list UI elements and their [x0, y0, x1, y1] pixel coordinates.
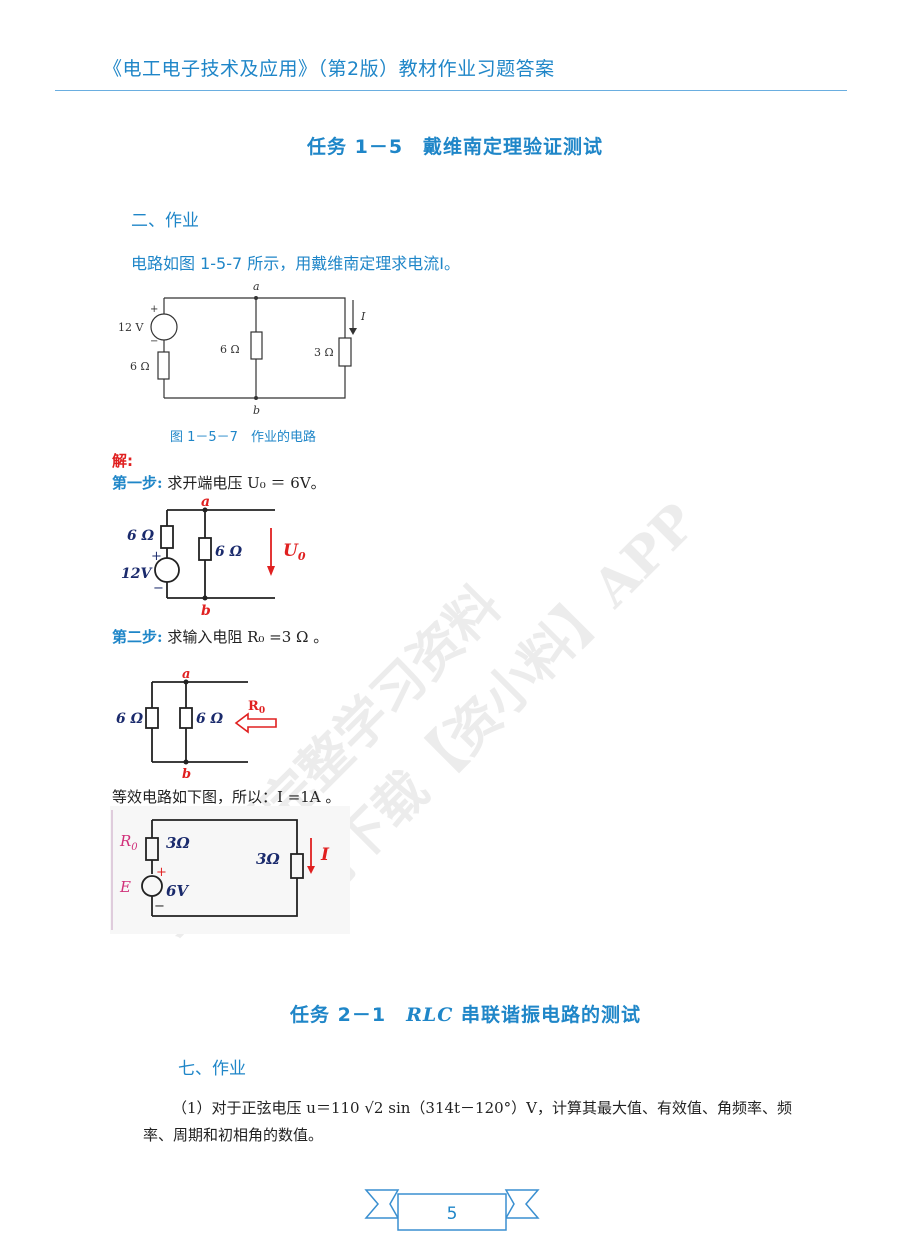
equiv-r-load-label: 3Ω — [256, 850, 280, 868]
fig1-r-left-label: 6 Ω — [130, 360, 150, 373]
task2-section: 七、作业 — [178, 1059, 246, 1079]
equiv-current-label: I — [320, 845, 330, 865]
step1-text: 求开端电压 U₀ ＝ 6V。 — [162, 474, 326, 492]
step1-r2-label: 6 Ω — [215, 544, 243, 560]
step2-node-b: b — [182, 767, 191, 780]
task2-title-suffix: 串联谐振电路的测试 — [453, 1004, 641, 1026]
step2-line: 第二步: 求输入电阻 R₀ =3 Ω 。 — [112, 626, 328, 647]
page-number-ribbon — [364, 1189, 540, 1231]
document-header: 《电工电子技术及应用》（第2版）教材作业习题答案 — [103, 58, 555, 80]
svg-text:R0: R0 — [119, 832, 138, 853]
step1-node-a: a — [201, 494, 210, 510]
equiv-e-label: E — [119, 878, 131, 896]
fig1-node-b: b — [253, 404, 260, 417]
fig1-plus: + — [150, 304, 158, 315]
task2-title: 任务 2－1 RLC 串联谐振电路的测试 — [290, 1000, 641, 1027]
fig1-current-label: I — [360, 310, 366, 323]
step2-node-a: a — [182, 668, 190, 682]
header-divider — [55, 90, 847, 91]
task1-question: 电路如图 1-5-7 所示，用戴维南定理求电流I。 — [131, 254, 460, 273]
step2-label: 第二步: — [112, 628, 163, 646]
step1-u0-sub: 0 — [298, 550, 306, 563]
task2-title-italic: RLC — [406, 1004, 454, 1026]
svg-text:R0: R0 — [248, 699, 265, 716]
equiv-circuit: R0 3Ω E 6V + − 3Ω I — [110, 806, 350, 934]
task2-q1-line2: 率、周期和初相角的数值。 — [143, 1126, 324, 1144]
step1-u0-label: U — [283, 541, 299, 561]
equiv-e-value: 6V — [166, 882, 189, 900]
fig1-r-mid-label: 6 Ω — [220, 343, 240, 356]
svg-text:U0: U0 — [283, 541, 306, 563]
task2-q1-line1: （1）对于正弦电压 u＝110 √2 sin（314t－120°）V，计算其最大… — [172, 1099, 793, 1117]
equiv-text: 等效电路如下图，所以：I =1A 。 — [112, 788, 341, 806]
step2-r0-label: R — [248, 699, 259, 714]
task2-title-prefix: 任务 2－1 — [290, 1004, 407, 1026]
fig1-minus: − — [150, 336, 158, 347]
equiv-r0-label: R — [119, 832, 131, 850]
step1-label: 第一步: — [112, 474, 163, 492]
task1-title: 任务 1－5 戴维南定理验证测试 — [307, 136, 604, 158]
step1-plus: + — [151, 549, 162, 564]
step2-circuit: a b 6 Ω 6 Ω R0 — [116, 668, 277, 780]
equiv-r0-value: 3Ω — [166, 834, 190, 852]
step1-node-b: b — [201, 603, 211, 619]
fig1-r-right-label: 3 Ω — [314, 346, 334, 359]
step2-text: 求输入电阻 R₀ =3 Ω 。 — [162, 628, 329, 646]
step2-r1-label: 6 Ω — [116, 711, 144, 727]
step2-r0-sub: 0 — [259, 706, 265, 716]
step1-line: 第一步: 求开端电压 U₀ ＝ 6V。 — [112, 472, 326, 493]
fig1-source-label: 12 V — [118, 321, 144, 334]
equiv-minus: − — [154, 899, 165, 914]
watermark-line2: 请下载【资小料】APP — [287, 492, 708, 913]
equiv-plus: + — [156, 865, 167, 880]
step1-src-label: 12V — [121, 566, 153, 582]
page-number: 5 — [446, 1204, 458, 1224]
fig1-node-a: a — [253, 280, 260, 293]
figure-caption: 图 1－5－7 作业的电路 — [170, 430, 316, 445]
step1-r1-label: 6 Ω — [127, 528, 155, 544]
step2-r2-label: 6 Ω — [196, 711, 224, 727]
solution-label: 解: — [112, 452, 133, 470]
figure-1-5-7-circuit: + − 12 V 6 Ω 6 Ω 3 Ω a b I — [118, 280, 366, 417]
step1-minus: − — [153, 581, 164, 596]
equiv-r0-sub: 0 — [131, 842, 138, 853]
step1-circuit: a b 6 Ω 6 Ω 12V + − U0 — [121, 494, 306, 619]
task1-section: 二、作业 — [131, 211, 199, 231]
